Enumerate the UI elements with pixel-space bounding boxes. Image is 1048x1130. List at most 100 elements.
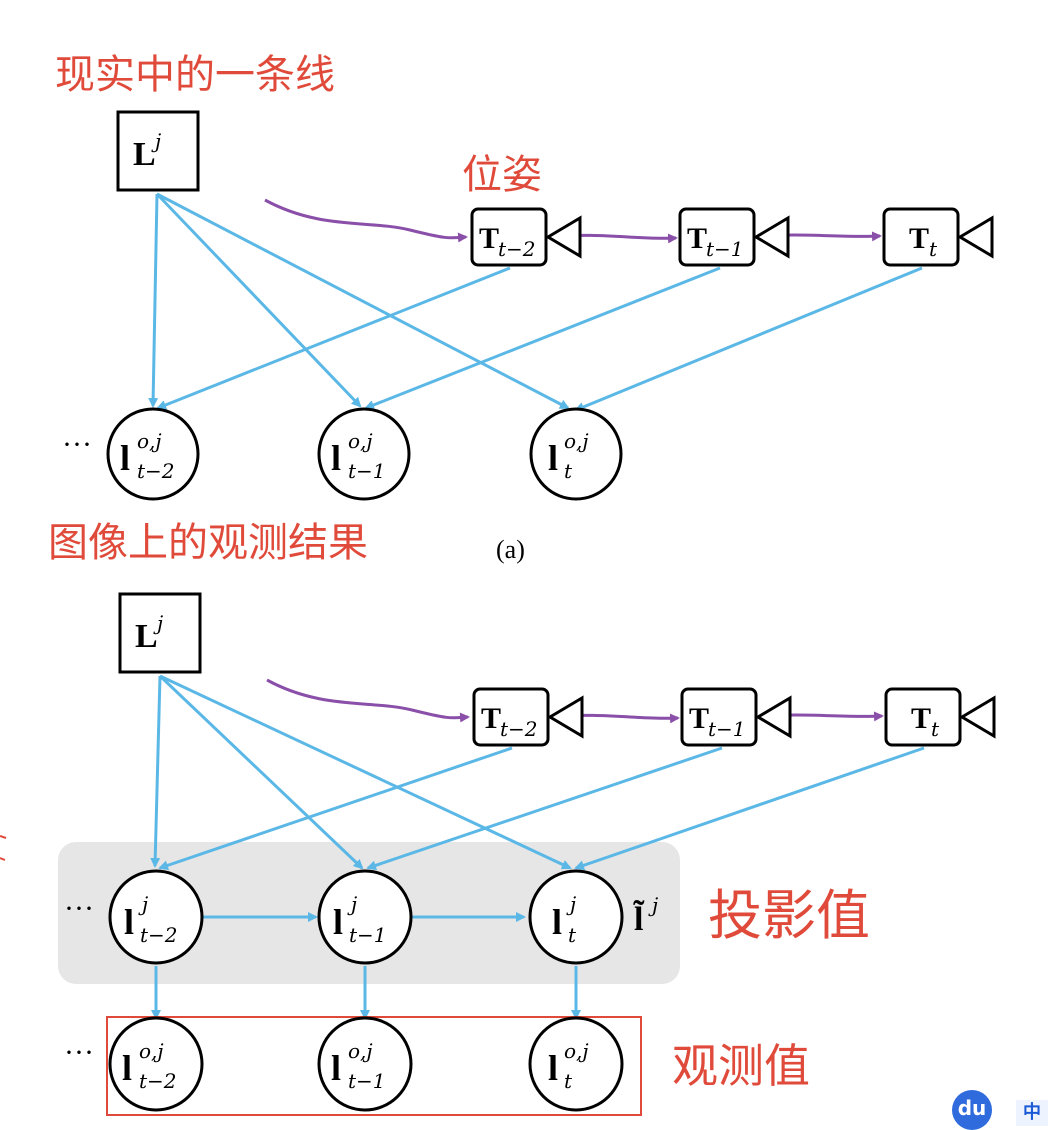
obs-label: l: [548, 1048, 558, 1088]
pose-sub: t: [931, 717, 940, 741]
observation-group: [106, 1016, 642, 1116]
obs-sup: o,j: [348, 429, 373, 453]
observation-node-t-2: l o,j t−2: [108, 1016, 204, 1112]
observation-node-t: l o,j t: [528, 1016, 624, 1112]
pose-sub: t−1: [706, 237, 744, 261]
landmark-sup: j: [153, 611, 163, 635]
ime-mode-indicator[interactable]: 中: [1016, 1100, 1048, 1126]
obs-sup: o,j: [564, 429, 589, 453]
pose-sub: t: [929, 237, 938, 261]
annotation-observation-note: 图像上的观测结果: [48, 520, 368, 566]
proj-label: l: [333, 902, 343, 942]
diagram-a: 现实中的一条线 L j 位姿 T t−2 T t−1 T t: [48, 52, 994, 566]
obs-label: l: [120, 438, 130, 478]
pose-label: T: [689, 702, 709, 735]
figure-caption: (a): [496, 535, 525, 564]
proj-sup: j: [347, 892, 357, 916]
obs-sub: t−1: [348, 459, 386, 483]
observation-node-t-2: l o,j t−2: [106, 407, 200, 501]
pose-sub: t−2: [500, 717, 538, 741]
annotation-landmark-note: 现实中的一条线: [55, 52, 335, 98]
obs-label: l: [331, 438, 341, 478]
pose-label: T: [909, 222, 929, 255]
motion-edge-in: [266, 678, 470, 723]
obs-label: l: [122, 1048, 132, 1088]
handwriting-mark: [0, 835, 7, 861]
pose-sub: t−2: [498, 237, 536, 261]
edge-pose-proj-2: [366, 746, 723, 871]
obs-label: l: [331, 1048, 341, 1088]
annotation-observation-value-note: 观测值: [672, 1039, 810, 1093]
edge-landmark-proj-1: [150, 675, 162, 868]
proj-sub: t: [568, 923, 577, 947]
pose-node-t-2: T t−2: [472, 687, 584, 747]
annotation-pose-note: 位姿: [462, 152, 542, 198]
obs-sub: t−2: [139, 1069, 177, 1093]
landmark-edges: [148, 192, 923, 412]
pose-node-t-1: T t−1: [680, 687, 792, 747]
edge-landmark-proj-3: [159, 674, 572, 870]
obs-sup: o,j: [137, 429, 162, 453]
edge-pose-obs-3: [574, 266, 923, 412]
edge-pose-obs-1: [156, 266, 511, 410]
landmark-sup: j: [151, 129, 161, 153]
proj-label: l: [552, 902, 562, 942]
camera-icon: [957, 215, 994, 259]
pose-label: T: [479, 222, 499, 255]
ellipsis: ···: [64, 1036, 94, 1069]
pose-label: T: [687, 222, 707, 255]
baidu-input-badge[interactable]: du: [952, 1090, 992, 1130]
camera-icon: [753, 215, 790, 259]
proj-sub: t−2: [140, 923, 178, 947]
observation-node-t: l o,j t: [529, 407, 623, 501]
projection-edges: [150, 674, 925, 1020]
pose-node-t: T t: [884, 687, 996, 747]
projection-group-sup: j: [648, 893, 658, 917]
obs-sup: o,j: [139, 1039, 164, 1063]
diagram-b: L j T t−2 T t−1 T t: [0, 592, 996, 1116]
obs-label: l: [548, 438, 558, 478]
camera-icon: [755, 695, 792, 739]
annotation-projection-note: 投影值: [708, 884, 870, 947]
landmark-node: L j: [116, 110, 200, 192]
proj-sub: t−1: [349, 923, 387, 947]
obs-sub: t−2: [137, 459, 175, 483]
observation-node-t-1: l o,j t−1: [317, 1016, 413, 1112]
edge-landmark-obs-1: [148, 193, 159, 408]
landmark-label: L: [135, 618, 158, 655]
pose-node-t-1: T t−1: [678, 207, 790, 267]
edge-pose-proj-3: [574, 746, 925, 871]
obs-sup: o,j: [564, 1039, 589, 1063]
ellipsis: ···: [62, 428, 92, 461]
projection-group-label: l̃: [633, 899, 645, 938]
obs-sub: t−1: [348, 1069, 386, 1093]
landmark-node: L j: [118, 592, 202, 674]
pose-node-t-2: T t−2: [470, 207, 582, 267]
camera-icon: [959, 695, 996, 739]
observation-node-t-1: l o,j t−1: [317, 407, 411, 501]
edge-pose-obs-2: [364, 266, 721, 410]
camera-icon: [547, 695, 584, 739]
edge-pose-proj-1: [158, 746, 513, 871]
edge-landmark-proj-2: [158, 674, 364, 870]
pose-sub: t−1: [708, 717, 746, 741]
projection-node-t: l j t: [528, 869, 624, 965]
camera-icon: [545, 215, 582, 259]
proj-label: l: [124, 902, 134, 942]
obs-sub: t: [564, 1069, 573, 1093]
ellipsis: ···: [64, 892, 94, 925]
pose-node-t: T t: [882, 207, 994, 267]
projection-node-t-2: l j t−2: [108, 869, 204, 965]
landmark-label: L: [133, 136, 156, 173]
proj-sup: j: [566, 892, 576, 916]
motion-edge-in: [264, 198, 468, 243]
obs-sup: o,j: [348, 1039, 373, 1063]
pose-label: T: [911, 702, 931, 735]
pose-label: T: [481, 702, 501, 735]
edge-landmark-obs-2: [155, 192, 362, 408]
obs-sub: t: [564, 459, 573, 483]
projection-node-t-1: l j t−1: [317, 869, 413, 965]
edge-landmark-obs-3: [156, 192, 570, 410]
proj-sup: j: [138, 892, 148, 916]
